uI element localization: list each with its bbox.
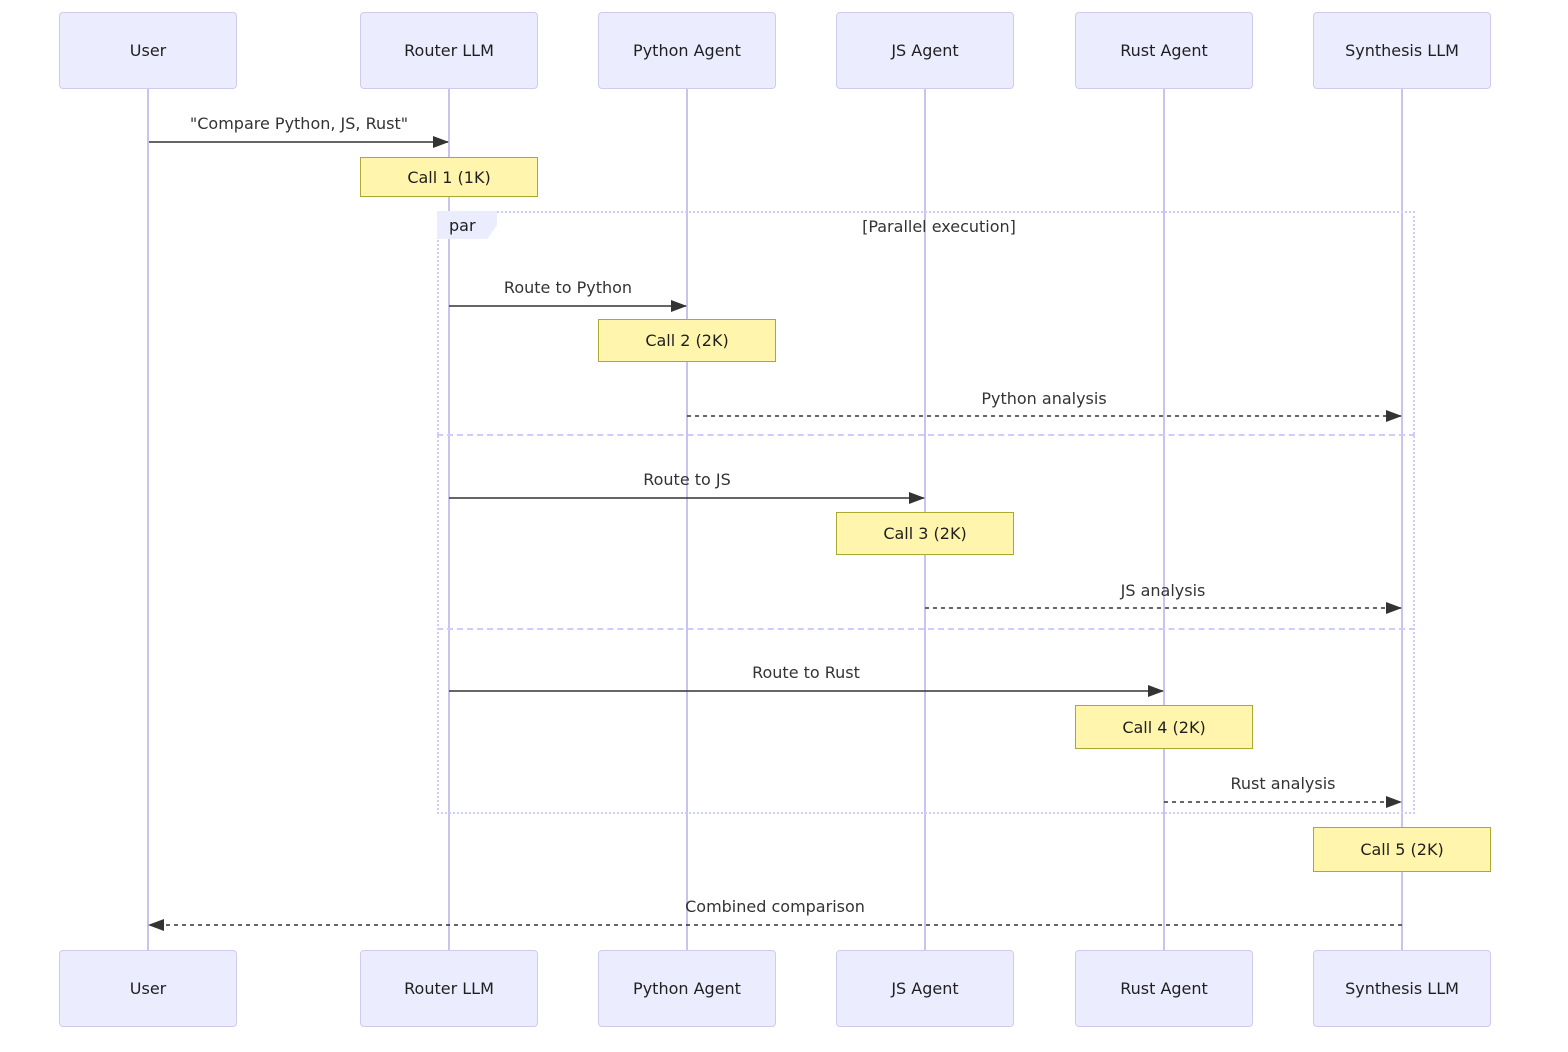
message-label-js-analysis: JS analysis: [1120, 581, 1206, 600]
actor-js-agent-bottom: JS Agent: [836, 950, 1014, 1027]
message-label-python-analysis: Python analysis: [981, 389, 1107, 408]
note-call-1: Call 1 (1K): [360, 157, 538, 197]
actor-python-agent-top: Python Agent: [598, 12, 776, 89]
par-block-frame: [437, 211, 1415, 814]
lifeline-router-llm: [448, 89, 450, 950]
actor-router-llm-top: Router LLM: [360, 12, 538, 89]
actor-user-bottom: User: [59, 950, 237, 1027]
message-label-rust-analysis: Rust analysis: [1230, 774, 1336, 793]
par-block-label: par: [437, 211, 497, 239]
actor-python-agent-bottom: Python Agent: [598, 950, 776, 1027]
lifeline-python-agent: [686, 89, 688, 950]
note-call-5: Call 5 (2K): [1313, 827, 1491, 872]
message-label-route-to-python: Route to Python: [503, 278, 633, 297]
note-call-4: Call 4 (2K): [1075, 705, 1253, 749]
par-block-condition: [Parallel execution]: [862, 217, 1016, 236]
lifeline-user: [147, 89, 149, 950]
actor-synthesis-llm-top: Synthesis LLM: [1313, 12, 1491, 89]
lifeline-synthesis-llm: [1401, 89, 1403, 950]
actor-rust-agent-bottom: Rust Agent: [1075, 950, 1253, 1027]
note-call-2: Call 2 (2K): [598, 319, 776, 362]
actor-rust-agent-top: Rust Agent: [1075, 12, 1253, 89]
actor-synthesis-llm-bottom: Synthesis LLM: [1313, 950, 1491, 1027]
message-label-route-to-js: Route to JS: [643, 470, 731, 489]
par-divider-1: [437, 434, 1415, 436]
par-divider-2: [437, 628, 1415, 630]
message-label-compare-request: "Compare Python, JS, Rust": [189, 114, 409, 133]
message-label-route-to-rust: Route to Rust: [752, 663, 860, 682]
actor-user-top: User: [59, 12, 237, 89]
message-label-combined-comparison: Combined comparison: [685, 897, 865, 916]
actor-router-llm-bottom: Router LLM: [360, 950, 538, 1027]
note-call-3: Call 3 (2K): [836, 512, 1014, 555]
actor-js-agent-top: JS Agent: [836, 12, 1014, 89]
lifeline-rust-agent: [1163, 89, 1165, 950]
